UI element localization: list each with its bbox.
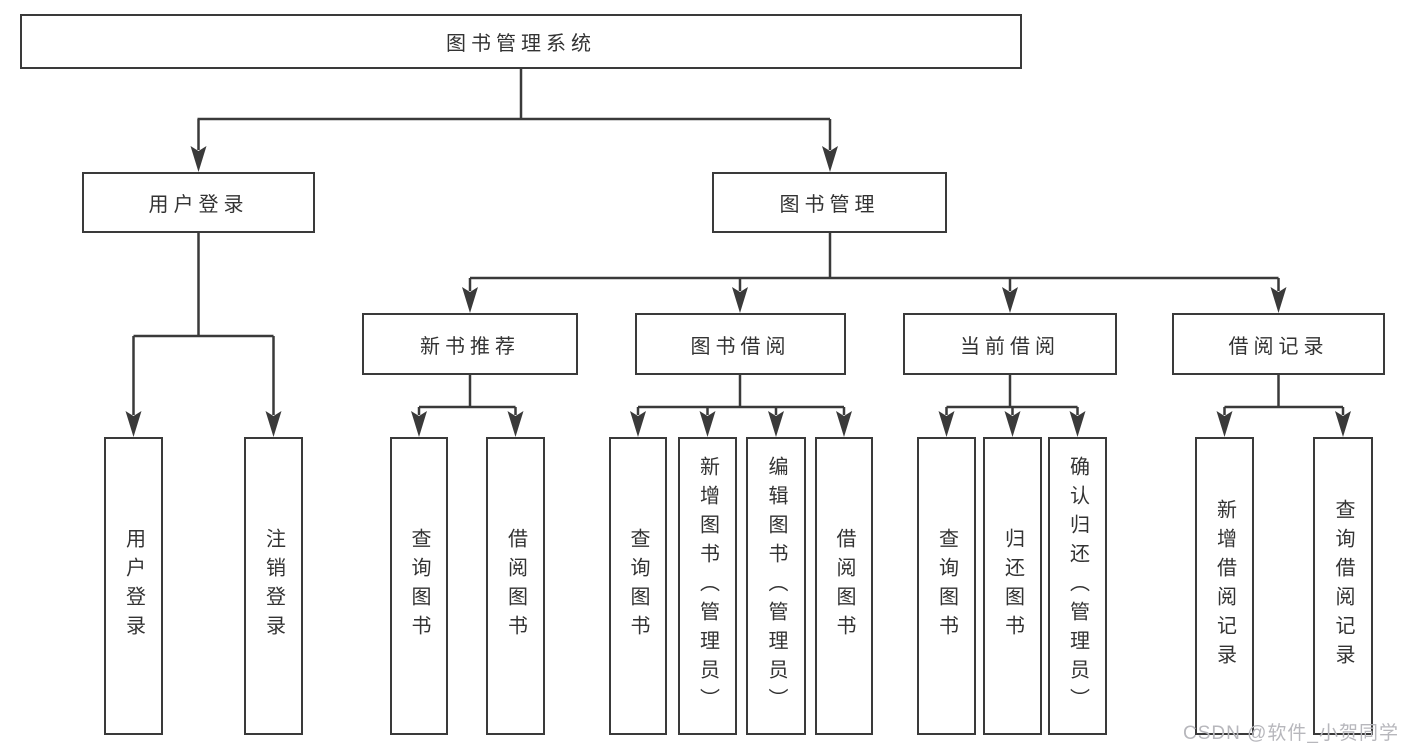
leaf-newbook-query-books: 查询图书 [390,437,448,735]
leaf-add-borrow-record-label: 新增借阅记录 [1213,499,1236,673]
connector-book-mgmt-to-level3 [462,233,1287,313]
leaf-borrow-books-label: 借阅图书 [833,528,855,644]
connector-book-borrow-to-children [630,375,852,437]
node-new-book-recommend: 新书推荐 [362,313,578,375]
node-book-management-label: 图书管理 [779,194,880,216]
leaf-edit-books-admin: 编辑图书（管理员） [746,437,806,735]
leaf-logout-label: 注销登录 [262,528,285,644]
csdn-watermark: CSDN @软件_小贺同学 [1183,723,1399,744]
leaf-add-borrow-record: 新增借阅记录 [1195,437,1254,735]
leaf-query-borrow-record-label: 查询借阅记录 [1332,499,1354,673]
node-book-borrow: 图书借阅 [635,313,846,375]
leaf-newbook-query-books-label: 查询图书 [408,528,430,644]
node-root-system-label: 图书管理系统 [446,33,596,55]
connector-borrow-record-to-children [1216,375,1351,437]
leaf-newbook-borrow-books: 借阅图书 [486,437,545,735]
node-current-borrow: 当前借阅 [903,313,1117,375]
node-book-management: 图书管理 [712,172,947,233]
connector-current-borrow-to-children [938,375,1086,437]
leaf-user-login-label: 用户登录 [122,528,145,644]
leaf-confirm-return-admin-label: 确认归还（管理员） [1066,455,1089,717]
leaf-query-borrow-record: 查询借阅记录 [1313,437,1373,735]
leaf-add-books-admin: 新增图书（管理员） [678,437,737,735]
leaf-current-query-books: 查询图书 [917,437,976,735]
leaf-borrow-books: 借阅图书 [815,437,873,735]
leaf-user-login: 用户登录 [104,437,163,735]
node-borrow-record: 借阅记录 [1172,313,1385,375]
leaf-current-query-books-label: 查询图书 [935,528,958,644]
leaf-return-books: 归还图书 [983,437,1042,735]
leaf-edit-books-admin-label: 编辑图书（管理员） [765,455,787,717]
leaf-confirm-return-admin: 确认归还（管理员） [1048,437,1107,735]
leaf-logout: 注销登录 [244,437,303,735]
leaf-return-books-label: 归还图书 [1001,528,1024,644]
node-root-system: 图书管理系统 [20,14,1022,69]
connector-user-login-to-children [125,233,282,437]
leaf-add-books-admin-label: 新增图书（管理员） [696,455,719,717]
leaf-borrow-query-books: 查询图书 [609,437,667,735]
node-new-book-recommend-label: 新书推荐 [420,335,520,358]
leaf-borrow-query-books-label: 查询图书 [627,528,649,644]
node-borrow-record-label: 借阅记录 [1228,335,1329,358]
leaf-newbook-borrow-books-label: 借阅图书 [504,528,527,644]
node-current-borrow-label: 当前借阅 [960,335,1060,358]
node-book-borrow-label: 图书借阅 [690,335,791,358]
node-user-login: 用户登录 [82,172,315,233]
connector-new-book-to-children [411,375,524,437]
connector-root-to-level2 [190,69,838,172]
node-user-login-label: 用户登录 [148,194,249,216]
